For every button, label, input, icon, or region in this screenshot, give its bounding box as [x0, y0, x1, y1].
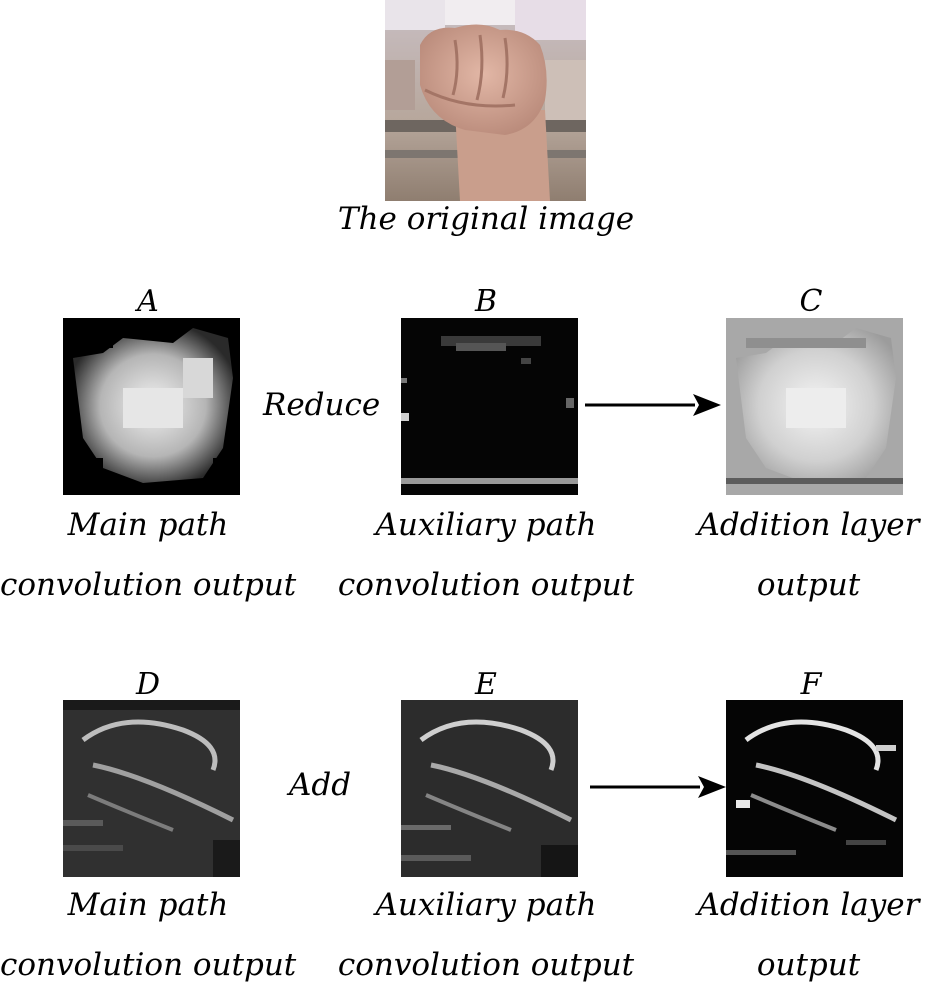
- panel-b-caption-line1: Auxiliary path: [375, 507, 597, 543]
- panel-a-letter: A: [137, 284, 159, 319]
- row2-operation-label: Add: [289, 767, 352, 803]
- original-image-caption: The original image: [337, 201, 635, 237]
- panel-d-caption-line1: Main path: [67, 887, 229, 923]
- panel-a-feature-map: [63, 318, 240, 495]
- panel-e-caption-line2: convolution output: [337, 947, 635, 983]
- panel-c-caption-line2: output: [756, 567, 861, 603]
- panel-c-letter: C: [799, 284, 823, 319]
- row2-arrow-icon: [590, 776, 726, 798]
- panel-e-feature-map: [401, 700, 578, 877]
- panel-b-caption-line2: convolution output: [337, 567, 635, 603]
- panel-f-feature-map: [726, 700, 903, 877]
- panel-c-feature-map: [726, 318, 903, 495]
- row1-operation-label: Reduce: [263, 387, 381, 423]
- panel-e-letter: E: [475, 667, 497, 702]
- panel-a-caption-line1: Main path: [67, 507, 229, 543]
- panel-d-letter: D: [135, 667, 161, 702]
- panel-b-letter: B: [474, 284, 498, 319]
- panel-f-letter: F: [800, 667, 822, 702]
- panel-d-caption-line2: convolution output: [0, 947, 297, 983]
- panel-b-feature-map: [401, 318, 578, 495]
- panel-f-caption-line2: output: [756, 947, 861, 983]
- row1-arrow-icon: [585, 394, 721, 416]
- panel-f-caption-line1: Addition layer: [697, 887, 920, 923]
- panel-c-caption-line1: Addition layer: [697, 507, 920, 543]
- panel-e-caption-line1: Auxiliary path: [375, 887, 597, 923]
- original-hand-image: [385, 0, 586, 201]
- panel-a-caption-line2: convolution output: [0, 567, 297, 603]
- panel-d-feature-map: [63, 700, 240, 877]
